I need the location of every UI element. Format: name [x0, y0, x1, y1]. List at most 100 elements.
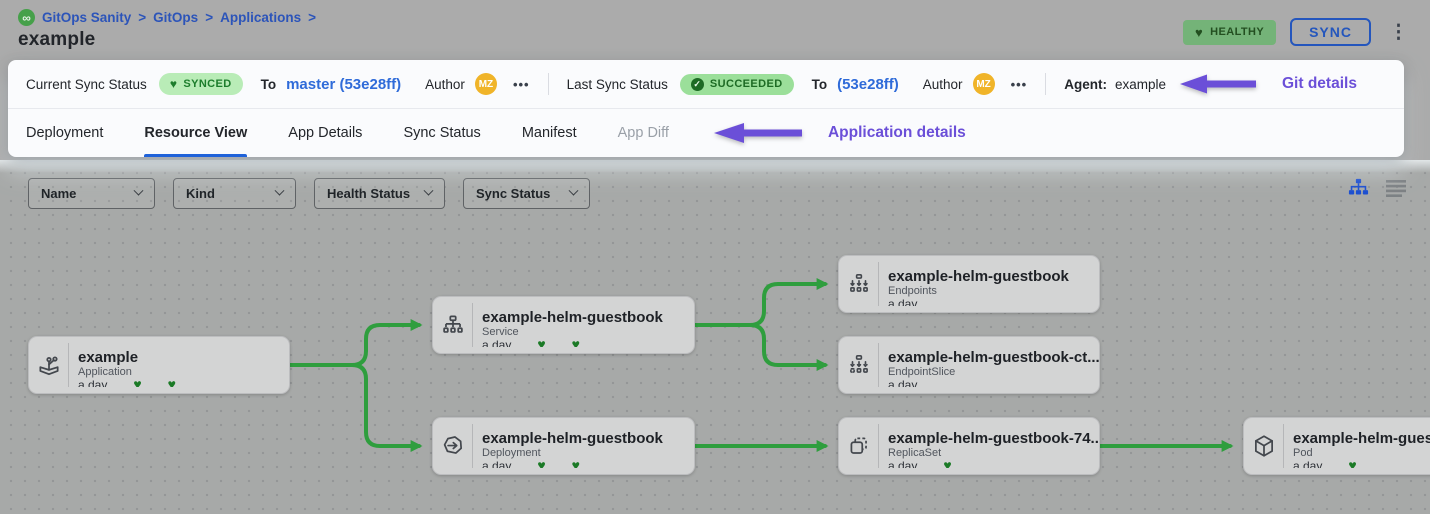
- breadcrumb-gitops-sanity[interactable]: GitOps Sanity: [42, 10, 132, 25]
- node-age-row: a day: [888, 378, 1089, 387]
- last-sync-target-link[interactable]: (53e28ff): [837, 75, 899, 93]
- pod-icon: [1244, 433, 1283, 459]
- health-status-badge: ♥ HEALTHY: [1183, 19, 1277, 45]
- git-details-label: Git details: [1282, 75, 1357, 92]
- filter-kind-dropdown[interactable]: Kind: [173, 178, 296, 209]
- filter-health-status-dropdown[interactable]: Health Status: [314, 178, 445, 209]
- chevron-down-icon: [133, 185, 144, 196]
- filter-label: Name: [41, 186, 77, 201]
- synced-badge: ♥ SYNCED: [158, 73, 243, 95]
- node-age: a day: [888, 378, 918, 387]
- tab-manifest[interactable]: Manifest: [521, 125, 577, 141]
- endpointslice-icon: [839, 352, 878, 378]
- divider: [547, 73, 549, 95]
- node-deployment-example-helm-guestbook[interactable]: example-helm-guestbook Deployment a day …: [432, 417, 695, 475]
- page-title: example: [18, 29, 96, 50]
- node-kind: Endpoints: [888, 285, 937, 297]
- more-options-icon[interactable]: •••: [1010, 76, 1028, 92]
- node-age-row: a day ♥ ♥: [482, 336, 663, 347]
- author-avatar[interactable]: MZ: [474, 73, 497, 95]
- tab-sync-status[interactable]: Sync Status: [403, 125, 481, 141]
- node-title: example-helm-guestbook-74...: [888, 430, 1099, 447]
- node-title: example-helm-guestbook-ct...: [888, 349, 1099, 366]
- node-age: a day: [482, 459, 512, 468]
- node-kind: EndpointSlice: [888, 366, 956, 378]
- node-title: example-helm-guestbook: [888, 268, 1069, 285]
- tab-deployment[interactable]: Deployment: [26, 125, 104, 141]
- health-heart-icon: ♥: [1348, 457, 1357, 468]
- status-card: Current Sync Status ♥ SYNCED To master (…: [8, 60, 1404, 157]
- tab-resource-view[interactable]: Resource View: [144, 109, 247, 157]
- succeeded-badge-label: SUCCEEDED: [709, 78, 783, 90]
- node-endpoints-example-helm-guestbook[interactable]: example-helm-guestbook Endpoints a day: [838, 255, 1100, 313]
- succeeded-badge: ✓ SUCCEEDED: [679, 73, 794, 95]
- application-details-annotation: Application details: [713, 109, 966, 157]
- current-sync-target-link[interactable]: master (53e28ff): [286, 75, 402, 93]
- service-icon: [433, 312, 472, 338]
- node-age-row: a day ♥: [888, 457, 1089, 468]
- left-arrow-icon: [1180, 74, 1256, 94]
- resource-graph-canvas: Name Kind Health Status Sync Status: [0, 160, 1430, 514]
- node-title: example-helm-guestbook: [482, 430, 663, 447]
- filter-name-dropdown[interactable]: Name: [28, 178, 155, 209]
- node-title: example-helm-guestbook: [482, 309, 663, 326]
- node-endpointslice-example-helm-guestbook-ct[interactable]: example-helm-guestbook-ct... EndpointSli…: [838, 336, 1100, 394]
- node-service-example-helm-guestbook[interactable]: example-helm-guestbook Service a day ♥ ♥: [432, 296, 695, 354]
- agent-label: Agent:: [1064, 76, 1107, 92]
- tree-view-icon[interactable]: [1348, 178, 1369, 198]
- heart-icon: ♥: [1195, 24, 1204, 40]
- node-kind: Service: [482, 326, 519, 338]
- chevron-down-icon: [274, 185, 285, 196]
- agent-value: example: [1114, 76, 1166, 92]
- node-age: a day: [1293, 459, 1323, 468]
- health-heart-icon: ♥: [571, 336, 580, 347]
- list-view-icon[interactable]: [1386, 179, 1406, 197]
- health-heart-icon: ♥: [167, 376, 176, 387]
- more-options-icon[interactable]: •••: [512, 76, 530, 92]
- author-label: Author: [922, 76, 963, 92]
- deployment-icon: [433, 433, 472, 459]
- tab-app-diff[interactable]: App Diff: [617, 125, 669, 141]
- filter-sync-status-dropdown[interactable]: Sync Status: [463, 178, 590, 209]
- application-icon: [29, 352, 68, 378]
- node-kind: Deployment: [482, 447, 541, 459]
- view-toggles: [1348, 178, 1406, 198]
- breadcrumb-gitops[interactable]: GitOps: [153, 10, 199, 25]
- replicaset-icon: [839, 433, 878, 459]
- synced-badge-label: SYNCED: [183, 78, 232, 90]
- health-heart-icon: ♥: [537, 457, 546, 468]
- tab-app-details[interactable]: App Details: [288, 125, 363, 141]
- node-replicaset-example-helm-guestbook-74[interactable]: example-helm-guestbook-74... ReplicaSet …: [838, 417, 1100, 475]
- health-heart-icon: ♥: [537, 336, 546, 347]
- git-details-annotation: Git details: [1180, 73, 1357, 95]
- sync-button[interactable]: SYNC: [1290, 18, 1371, 46]
- left-arrow-icon: [713, 123, 802, 143]
- health-heart-icon: ♥: [943, 457, 952, 468]
- node-age: a day: [888, 459, 918, 468]
- node-age-row: a day ♥ ♥: [482, 457, 663, 468]
- check-circle-icon: ✓: [690, 77, 704, 91]
- breadcrumb: ∞ GitOps Sanity > GitOps > Applications …: [18, 9, 1412, 26]
- node-pod-example-helm-guest[interactable]: example-helm-guest Pod a day ♥: [1243, 417, 1430, 475]
- node-kind: Application: [78, 366, 132, 378]
- breadcrumb-separator: >: [308, 10, 316, 25]
- node-age: a day: [78, 378, 108, 387]
- health-status-label: HEALTHY: [1210, 26, 1265, 38]
- kebab-menu-icon[interactable]: ⋮: [1389, 21, 1408, 43]
- node-age: a day: [888, 297, 918, 306]
- chevron-down-icon: [568, 185, 579, 196]
- breadcrumb-applications[interactable]: Applications: [220, 10, 302, 25]
- application-details-label: Application details: [827, 124, 966, 141]
- divider: [1045, 73, 1047, 95]
- node-kind: ReplicaSet: [888, 447, 942, 459]
- chevron-down-icon: [423, 185, 434, 196]
- current-sync-status-label: Current Sync Status: [26, 76, 147, 92]
- card-glow: [0, 160, 1430, 173]
- author-avatar[interactable]: MZ: [972, 73, 995, 95]
- filter-label: Health Status: [327, 186, 411, 201]
- filter-label: Sync Status: [476, 186, 551, 201]
- node-age-row: a day ♥ ♥: [78, 376, 176, 387]
- node-kind: Pod: [1293, 447, 1313, 459]
- endpoints-icon: [839, 271, 878, 297]
- node-application-example[interactable]: example Application a day ♥ ♥: [28, 336, 290, 394]
